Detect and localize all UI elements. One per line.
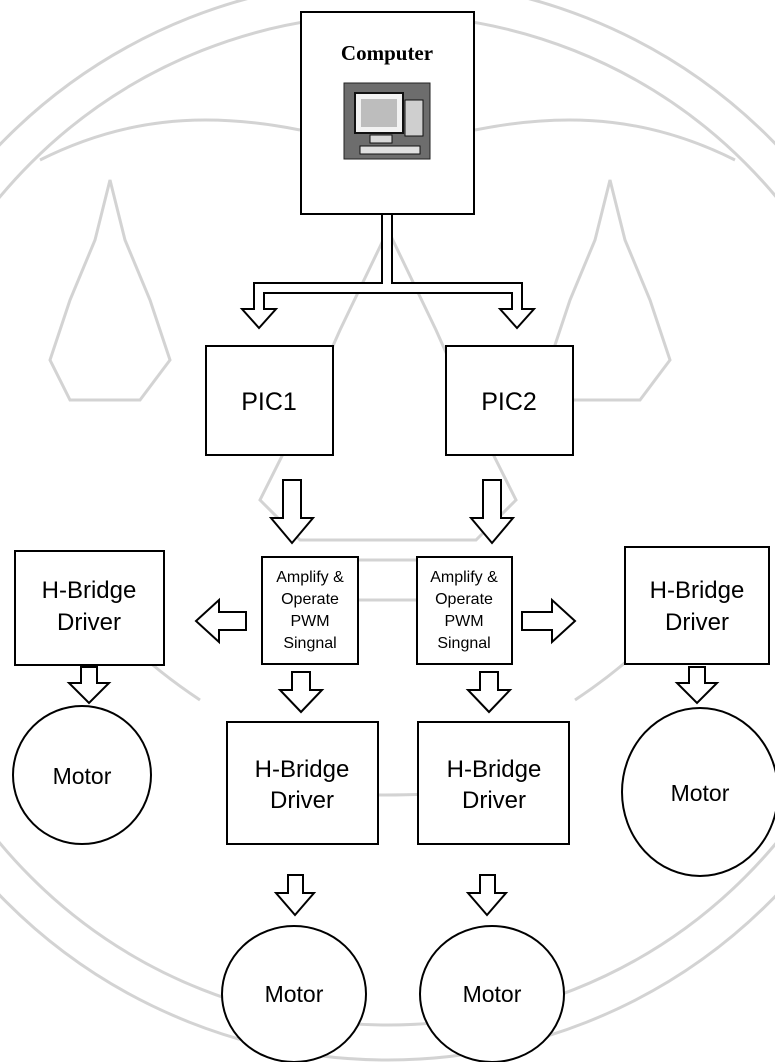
arrow-left-hbridge-to-motor xyxy=(66,666,112,705)
motor-bottom-right-label: Motor xyxy=(463,981,522,1007)
motor-bottom-left-label: Motor xyxy=(265,981,324,1007)
amplify-left-line2: Operate xyxy=(281,591,339,608)
amplify-left-line3: PWM xyxy=(290,613,329,630)
amplify-box-left xyxy=(261,556,359,665)
arrow-center-right-hbridge-to-motor xyxy=(465,874,509,917)
hbridge-left-line1: H-Bridge xyxy=(42,577,137,604)
hbridge-right-line2: Driver xyxy=(665,609,729,636)
amplify-right-line4: Singnal xyxy=(437,635,490,652)
amplify-left-line4: Singnal xyxy=(283,635,336,652)
motor-bottom-left xyxy=(221,925,367,1062)
hbridge-box-right xyxy=(624,546,770,665)
hbridge-center-right-line1: H-Bridge xyxy=(447,756,542,783)
arrow-amp-left-to-hbridge xyxy=(277,671,325,714)
pic2-box xyxy=(445,345,574,456)
computer-icon xyxy=(343,82,431,160)
arrow-pic1-to-amp xyxy=(268,479,316,545)
amplify-left-line1: Amplify & xyxy=(276,569,344,586)
hbridge-right-line1: H-Bridge xyxy=(650,577,745,604)
computer-label: Computer xyxy=(341,41,433,65)
pic2-label: PIC2 xyxy=(481,388,537,416)
hbridge-center-left-line2: Driver xyxy=(270,787,334,814)
motor-right-label: Motor xyxy=(671,780,730,806)
motor-left xyxy=(12,705,152,845)
split-arrow xyxy=(239,213,537,330)
motor-right xyxy=(621,707,775,877)
arrow-right-hbridge-to-motor xyxy=(674,666,720,705)
hbridge-center-left-line1: H-Bridge xyxy=(255,756,350,783)
arrow-amp-right-to-hbridge xyxy=(465,671,513,714)
hbridge-box-center-left xyxy=(226,721,379,845)
hbridge-box-center-right xyxy=(417,721,570,845)
arrow-amp-to-left-hbridge xyxy=(194,597,247,645)
motor-left-label: Motor xyxy=(53,763,112,789)
arrow-pic2-to-amp xyxy=(468,479,516,545)
amplify-box-right xyxy=(416,556,513,665)
pic1-box xyxy=(205,345,334,456)
arrow-amp-to-right-hbridge xyxy=(521,597,577,645)
hbridge-box-left xyxy=(14,550,165,666)
pic1-label: PIC1 xyxy=(241,388,297,416)
amplify-right-line1: Amplify & xyxy=(430,569,498,586)
hbridge-left-line2: Driver xyxy=(57,609,121,636)
amplify-right-line3: PWM xyxy=(444,613,483,630)
amplify-right-line2: Operate xyxy=(435,591,493,608)
arrow-center-left-hbridge-to-motor xyxy=(273,874,317,917)
hbridge-center-right-line2: Driver xyxy=(462,787,526,814)
motor-bottom-right xyxy=(419,925,565,1062)
